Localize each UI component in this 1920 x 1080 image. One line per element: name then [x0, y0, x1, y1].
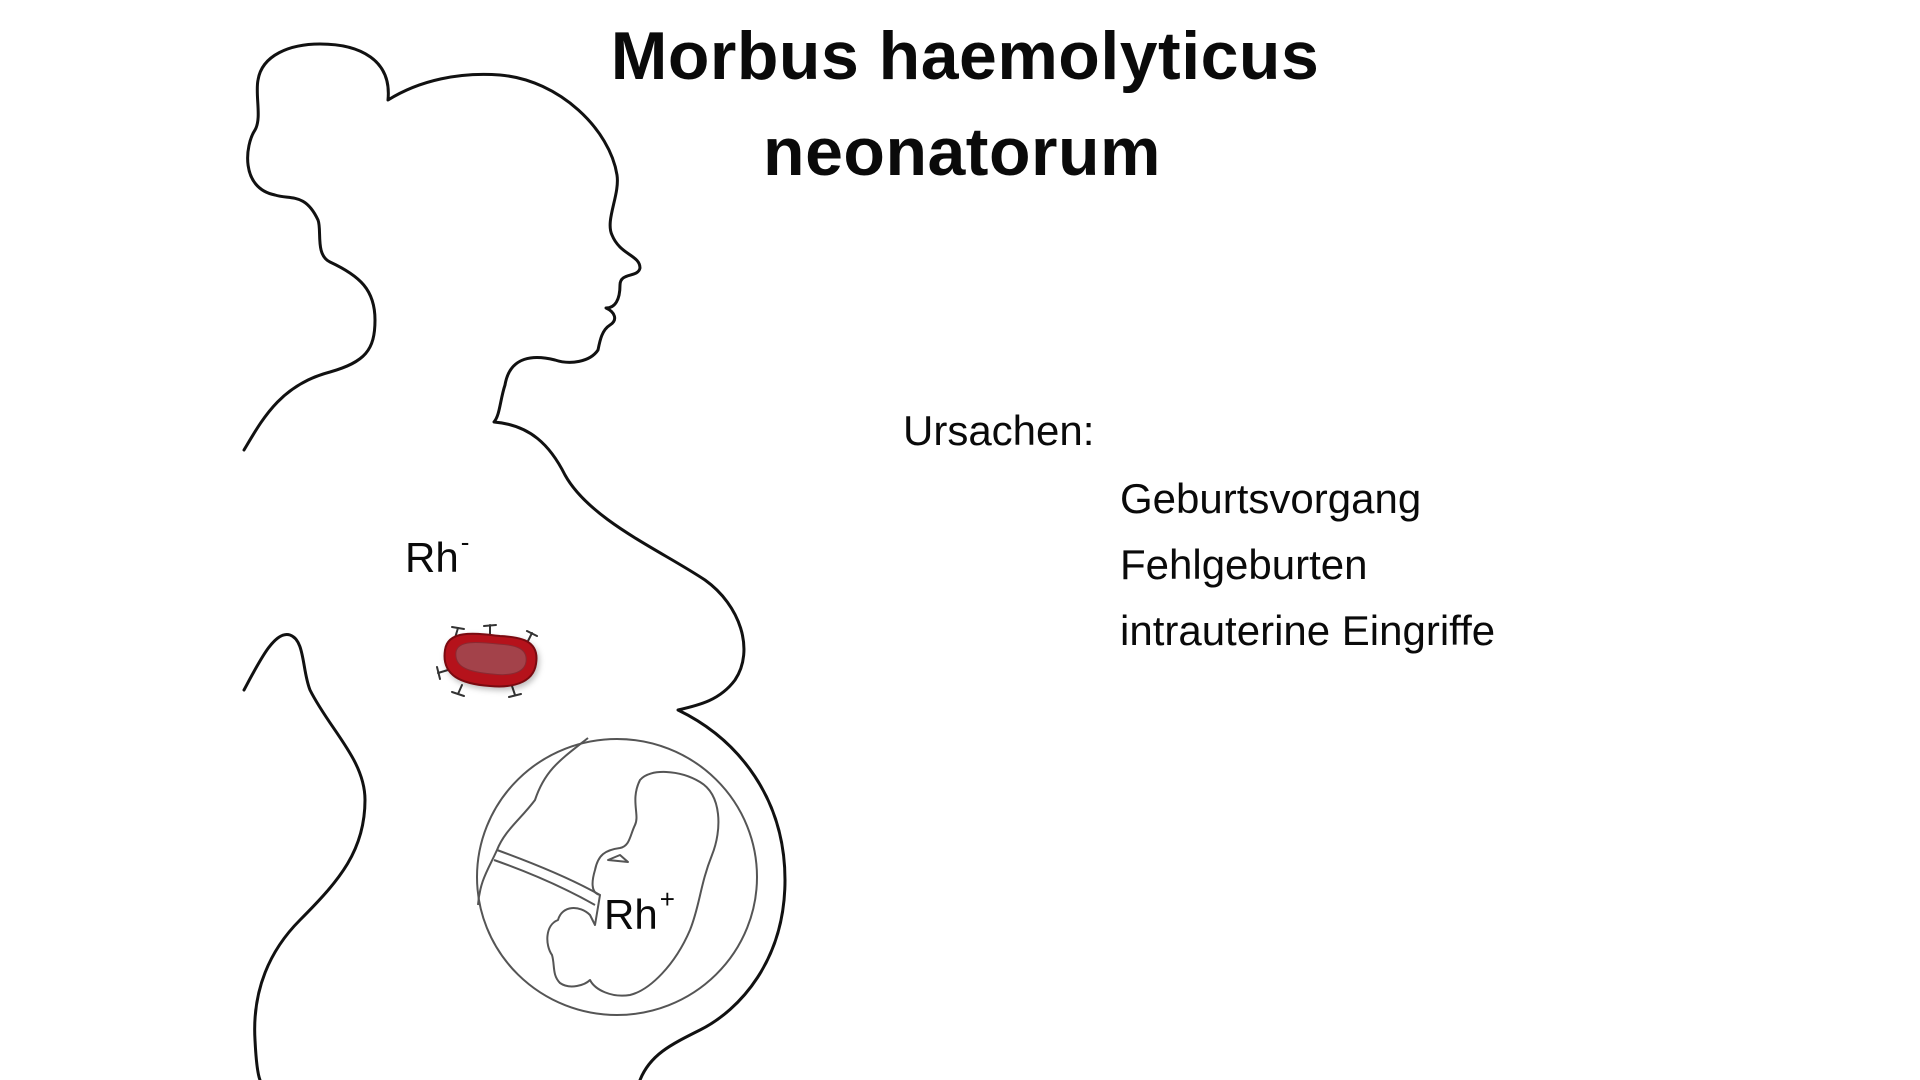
mother-rh-label: Rh- — [405, 529, 469, 581]
causes-heading: Ursachen: — [903, 407, 1095, 454]
fetus-rh-sign: + — [659, 884, 675, 914]
causes-list: Geburtsvorgang Fehlgeburten intrauterine… — [1120, 466, 1495, 664]
fetus-rh-label: Rh+ — [604, 886, 675, 938]
cause-item: intrauterine Eingriffe — [1120, 607, 1496, 654]
cause-item: Fehlgeburten — [1120, 541, 1368, 588]
mother-rh-base: Rh — [405, 534, 459, 581]
fetus-rh-base: Rh — [604, 891, 658, 938]
pregnant-woman-silhouette-icon — [242, 42, 787, 1080]
page-title: Morbus haemolyticus neonatorum — [0, 8, 1920, 200]
umbilical-cord-icon — [493, 849, 601, 906]
fetus-icon — [546, 770, 720, 997]
red-blood-cell-icon — [436, 624, 538, 698]
uterus-amniotic-sac-icon — [476, 737, 758, 1016]
title-line-1: Morbus haemolyticus — [610, 18, 1320, 94]
mother-rh-sign: - — [460, 527, 470, 557]
title-line-2: neonatorum — [763, 114, 1161, 190]
cause-item: Geburtsvorgang — [1120, 475, 1422, 522]
